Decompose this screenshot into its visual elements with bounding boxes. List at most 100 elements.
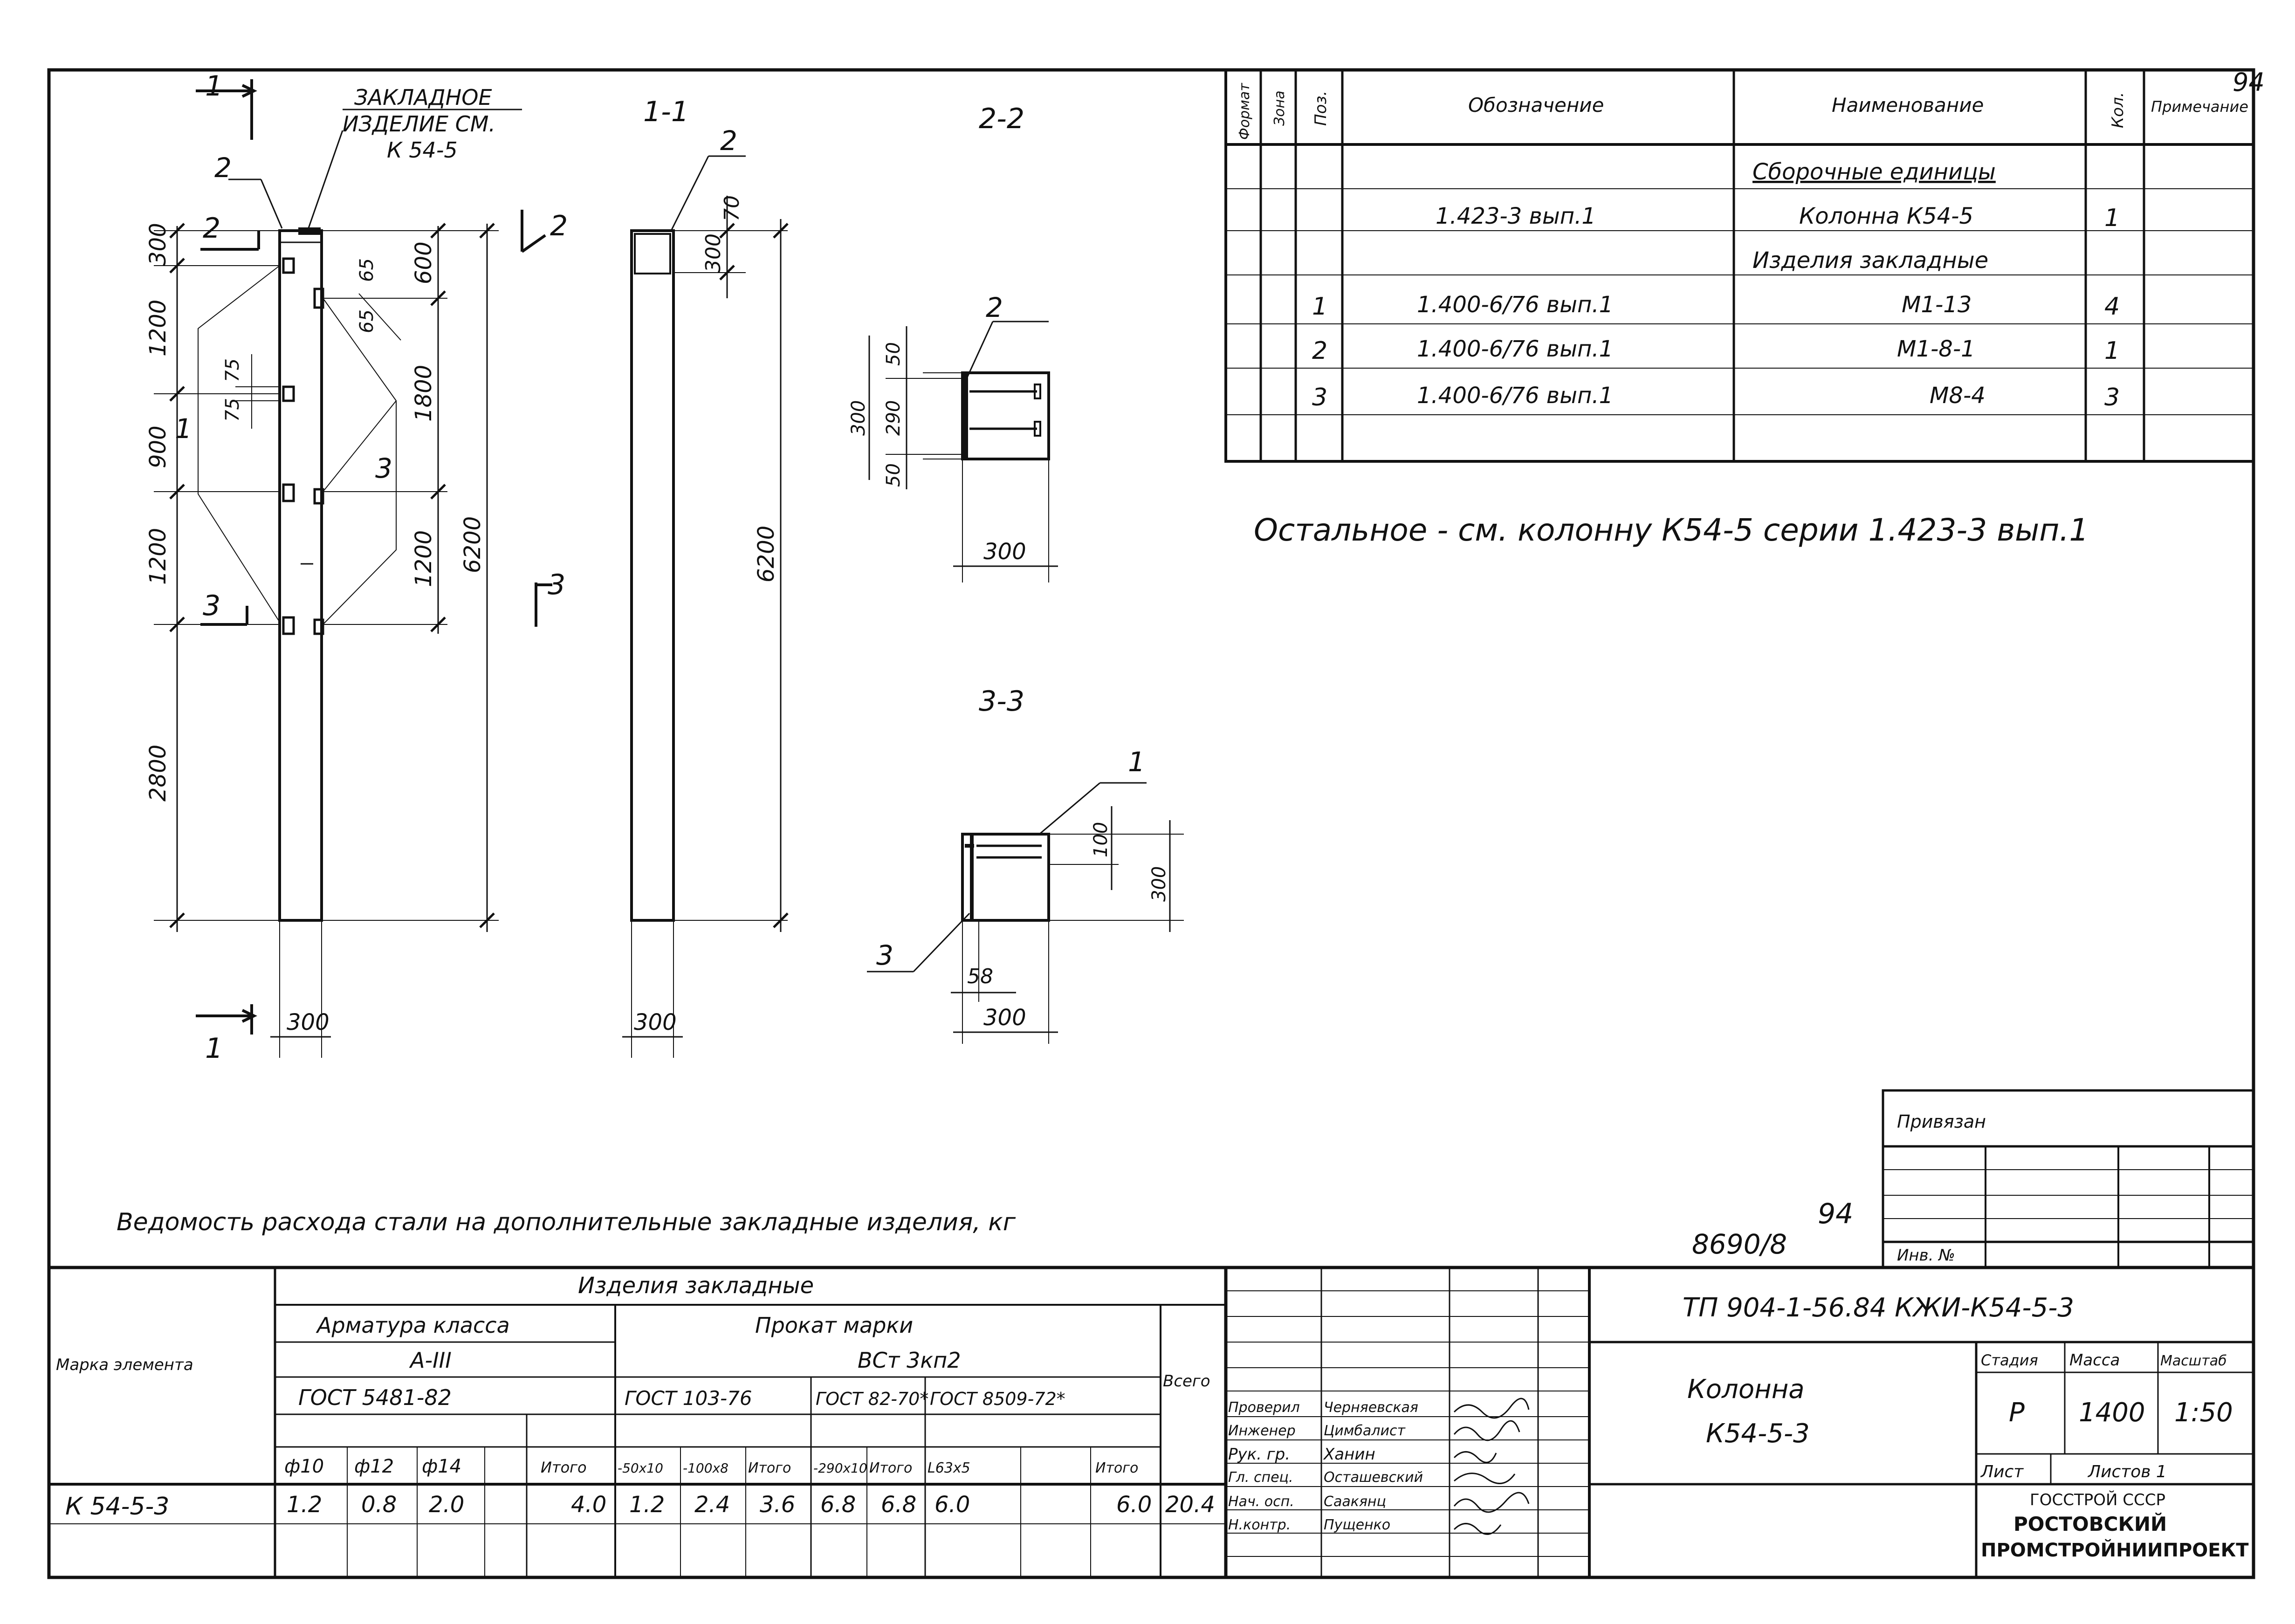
steel-sub-total-8509: Итого xyxy=(1095,1460,1138,1476)
elev-pos-2: 2 xyxy=(214,152,232,184)
steel-val-8509-total: 6.0 xyxy=(1116,1492,1152,1518)
steel-table-title: Ведомость расхода стали на дополнительны… xyxy=(117,1208,1016,1236)
dim-left-1200a: 1200 xyxy=(145,300,171,356)
section-2-2: 2-2 50 290 300 50 2 300 xyxy=(848,103,1058,582)
steel-sub-f14: ф14 xyxy=(422,1456,461,1477)
embed-part-1 xyxy=(282,257,295,274)
steel-sub-total-82: Итого xyxy=(869,1460,912,1476)
org-line1: ГОССТРОЙ СССР xyxy=(2030,1490,2165,1509)
scale-label: Масштаб xyxy=(2160,1353,2227,1369)
spec-row-4-pos: 1 xyxy=(1312,293,1327,321)
section-2-2-dim-50b: 50 xyxy=(883,463,904,487)
mass-label: Масса xyxy=(2069,1351,2120,1370)
embed-part-6 xyxy=(313,488,324,505)
cut-2-right-label: 2 xyxy=(550,210,568,242)
steel-rebar: Арматура класса xyxy=(316,1313,510,1338)
spec-header-qty: Кол. xyxy=(2109,92,2127,128)
sign-name-5: Саакянц xyxy=(1324,1494,1386,1510)
section-2-2-dim-290: 290 xyxy=(883,400,904,436)
spec-row-6-designation: 1.400-6/76 вып.1 xyxy=(1417,383,1613,409)
steel-total-header: Всего xyxy=(1163,1372,1210,1391)
steel-row-mark: К 54-5-3 xyxy=(65,1493,169,1521)
section-1-1-dim-6200: 6200 xyxy=(753,526,779,582)
spec-table: Формат Зона Поз. Обозначение Наименовани… xyxy=(1224,69,2255,463)
spec-header-zone: Зона xyxy=(1271,90,1288,126)
section-2-2-pos-2: 2 xyxy=(986,292,1003,323)
section-3-3-outline xyxy=(961,833,1050,922)
section-3-3-width: 300 xyxy=(983,1005,1026,1031)
steel-sub-total-103: Итого xyxy=(748,1460,791,1476)
cut-1-bottom-label: 1 xyxy=(205,1032,223,1065)
dim-right-600: 600 xyxy=(411,241,437,284)
elev-pos-1: 1 xyxy=(175,413,192,445)
org-line3: ПРОМСТРОЙНИИПРОЕКТ xyxy=(1981,1539,2249,1561)
steel-rolled: Прокат марки xyxy=(755,1313,913,1338)
drawing-name-line1: Колонна xyxy=(1687,1374,1805,1405)
steel-val-290x10: 6.8 xyxy=(820,1492,856,1518)
steel-rebar-gost: ГОСТ 5481-82 xyxy=(298,1385,452,1410)
elevation-view: 300 1200 900 1200 2800 75 75 600 1800 12… xyxy=(145,70,568,1065)
dim-left-900: 900 xyxy=(145,425,171,468)
spec-header-pos: Поз. xyxy=(1312,91,1330,126)
section-2-2-title: 2-2 xyxy=(979,103,1024,135)
steel-col-mark: Марка элемента xyxy=(56,1356,193,1374)
steel-val-f12: 0.8 xyxy=(361,1492,397,1518)
sign-name-3: Ханин xyxy=(1323,1445,1375,1464)
project-code: ТП 904-1-56.84 КЖИ-К54-5-3 xyxy=(1683,1293,2074,1323)
callout-embed-line1: ЗАКЛАДНОЕ xyxy=(354,85,492,110)
spec-row-1-name: Сборочные единицы xyxy=(1752,159,1996,185)
section-3-3-dim-100: 100 xyxy=(1090,822,1112,857)
sign-role-3: Рук. гр. xyxy=(1228,1445,1290,1464)
section-3-3-dim-300: 300 xyxy=(1148,866,1170,902)
sign-name-6: Пущенко xyxy=(1324,1517,1390,1533)
dim-75b: 75 xyxy=(222,398,243,422)
section-2-2-outline xyxy=(961,371,1050,460)
embed-part-2 xyxy=(282,385,295,402)
drawing-name-line2: К54-5-3 xyxy=(1706,1418,1810,1449)
embed-part-3 xyxy=(282,483,295,502)
sign-role-6: Н.контр. xyxy=(1228,1517,1291,1533)
steel-rebar-class: А-III xyxy=(409,1348,452,1373)
steel-sub-50x10: -50х10 xyxy=(618,1460,663,1476)
spec-row-5-pos: 2 xyxy=(1312,337,1327,365)
binding-label: Привязан xyxy=(1897,1111,1986,1132)
org-line2: РОСТОВСКИЙ xyxy=(2013,1512,2167,1535)
steel-sub-f10: ф10 xyxy=(284,1456,324,1477)
sheet-label: Лист xyxy=(1980,1462,2024,1481)
dim-right-1200: 1200 xyxy=(411,530,437,587)
steel-gost-103: ГОСТ 103-76 xyxy=(625,1387,752,1410)
embed-plate-top xyxy=(298,227,321,235)
spec-row-4-name: М1-13 xyxy=(1902,292,1972,318)
sign-role-5: Нач. осп. xyxy=(1228,1494,1294,1510)
steel-sub-total-rebar: Итого xyxy=(541,1459,587,1476)
spec-row-5-designation: 1.400-6/76 вып.1 xyxy=(1417,336,1613,362)
sign-role-1: Проверил xyxy=(1228,1399,1300,1416)
section-3-3-dim-58: 58 xyxy=(967,965,993,988)
spec-header-name: Наименование xyxy=(1832,94,1984,116)
section-1-1-width: 300 xyxy=(634,1009,677,1035)
spec-row-2-name: Колонна К54-5 xyxy=(1799,203,1973,229)
dim-75a: 75 xyxy=(222,358,243,382)
steel-gost-82: ГОСТ 82-70* xyxy=(816,1389,928,1409)
cut-3-right-label: 3 xyxy=(548,569,565,601)
elev-width-300: 300 xyxy=(287,1009,330,1035)
dim-right-1800: 1800 xyxy=(411,365,437,422)
spec-header-designation: Обозначение xyxy=(1468,94,1604,116)
sheet-number: 94 xyxy=(2233,68,2265,97)
steel-val-rebar-total: 4.0 xyxy=(571,1492,606,1518)
spec-row-6-name: М8-4 xyxy=(1930,383,1986,409)
dim-65b: 65 xyxy=(356,309,378,333)
dim-65a: 65 xyxy=(356,258,378,282)
section-2-2-dim-300: 300 xyxy=(848,400,869,436)
steel-group: Изделия закладные xyxy=(578,1273,814,1299)
spec-row-2-designation: 1.423-3 вып.1 xyxy=(1436,203,1596,229)
steel-gost-8509: ГОСТ 8509-72* xyxy=(930,1389,1065,1409)
steel-val-82-total: 6.8 xyxy=(881,1492,916,1518)
section-1-1-dim-300: 300 xyxy=(701,233,725,273)
archive-sheet: 94 xyxy=(1818,1198,1853,1230)
steel-val-grand-total: 20.4 xyxy=(1165,1492,1215,1518)
mass-value: 1400 xyxy=(2079,1398,2145,1428)
callout-embed-line2: ИЗДЕЛИЕ СМ. xyxy=(343,111,495,137)
steel-sub-l63x5: L63х5 xyxy=(928,1460,970,1476)
